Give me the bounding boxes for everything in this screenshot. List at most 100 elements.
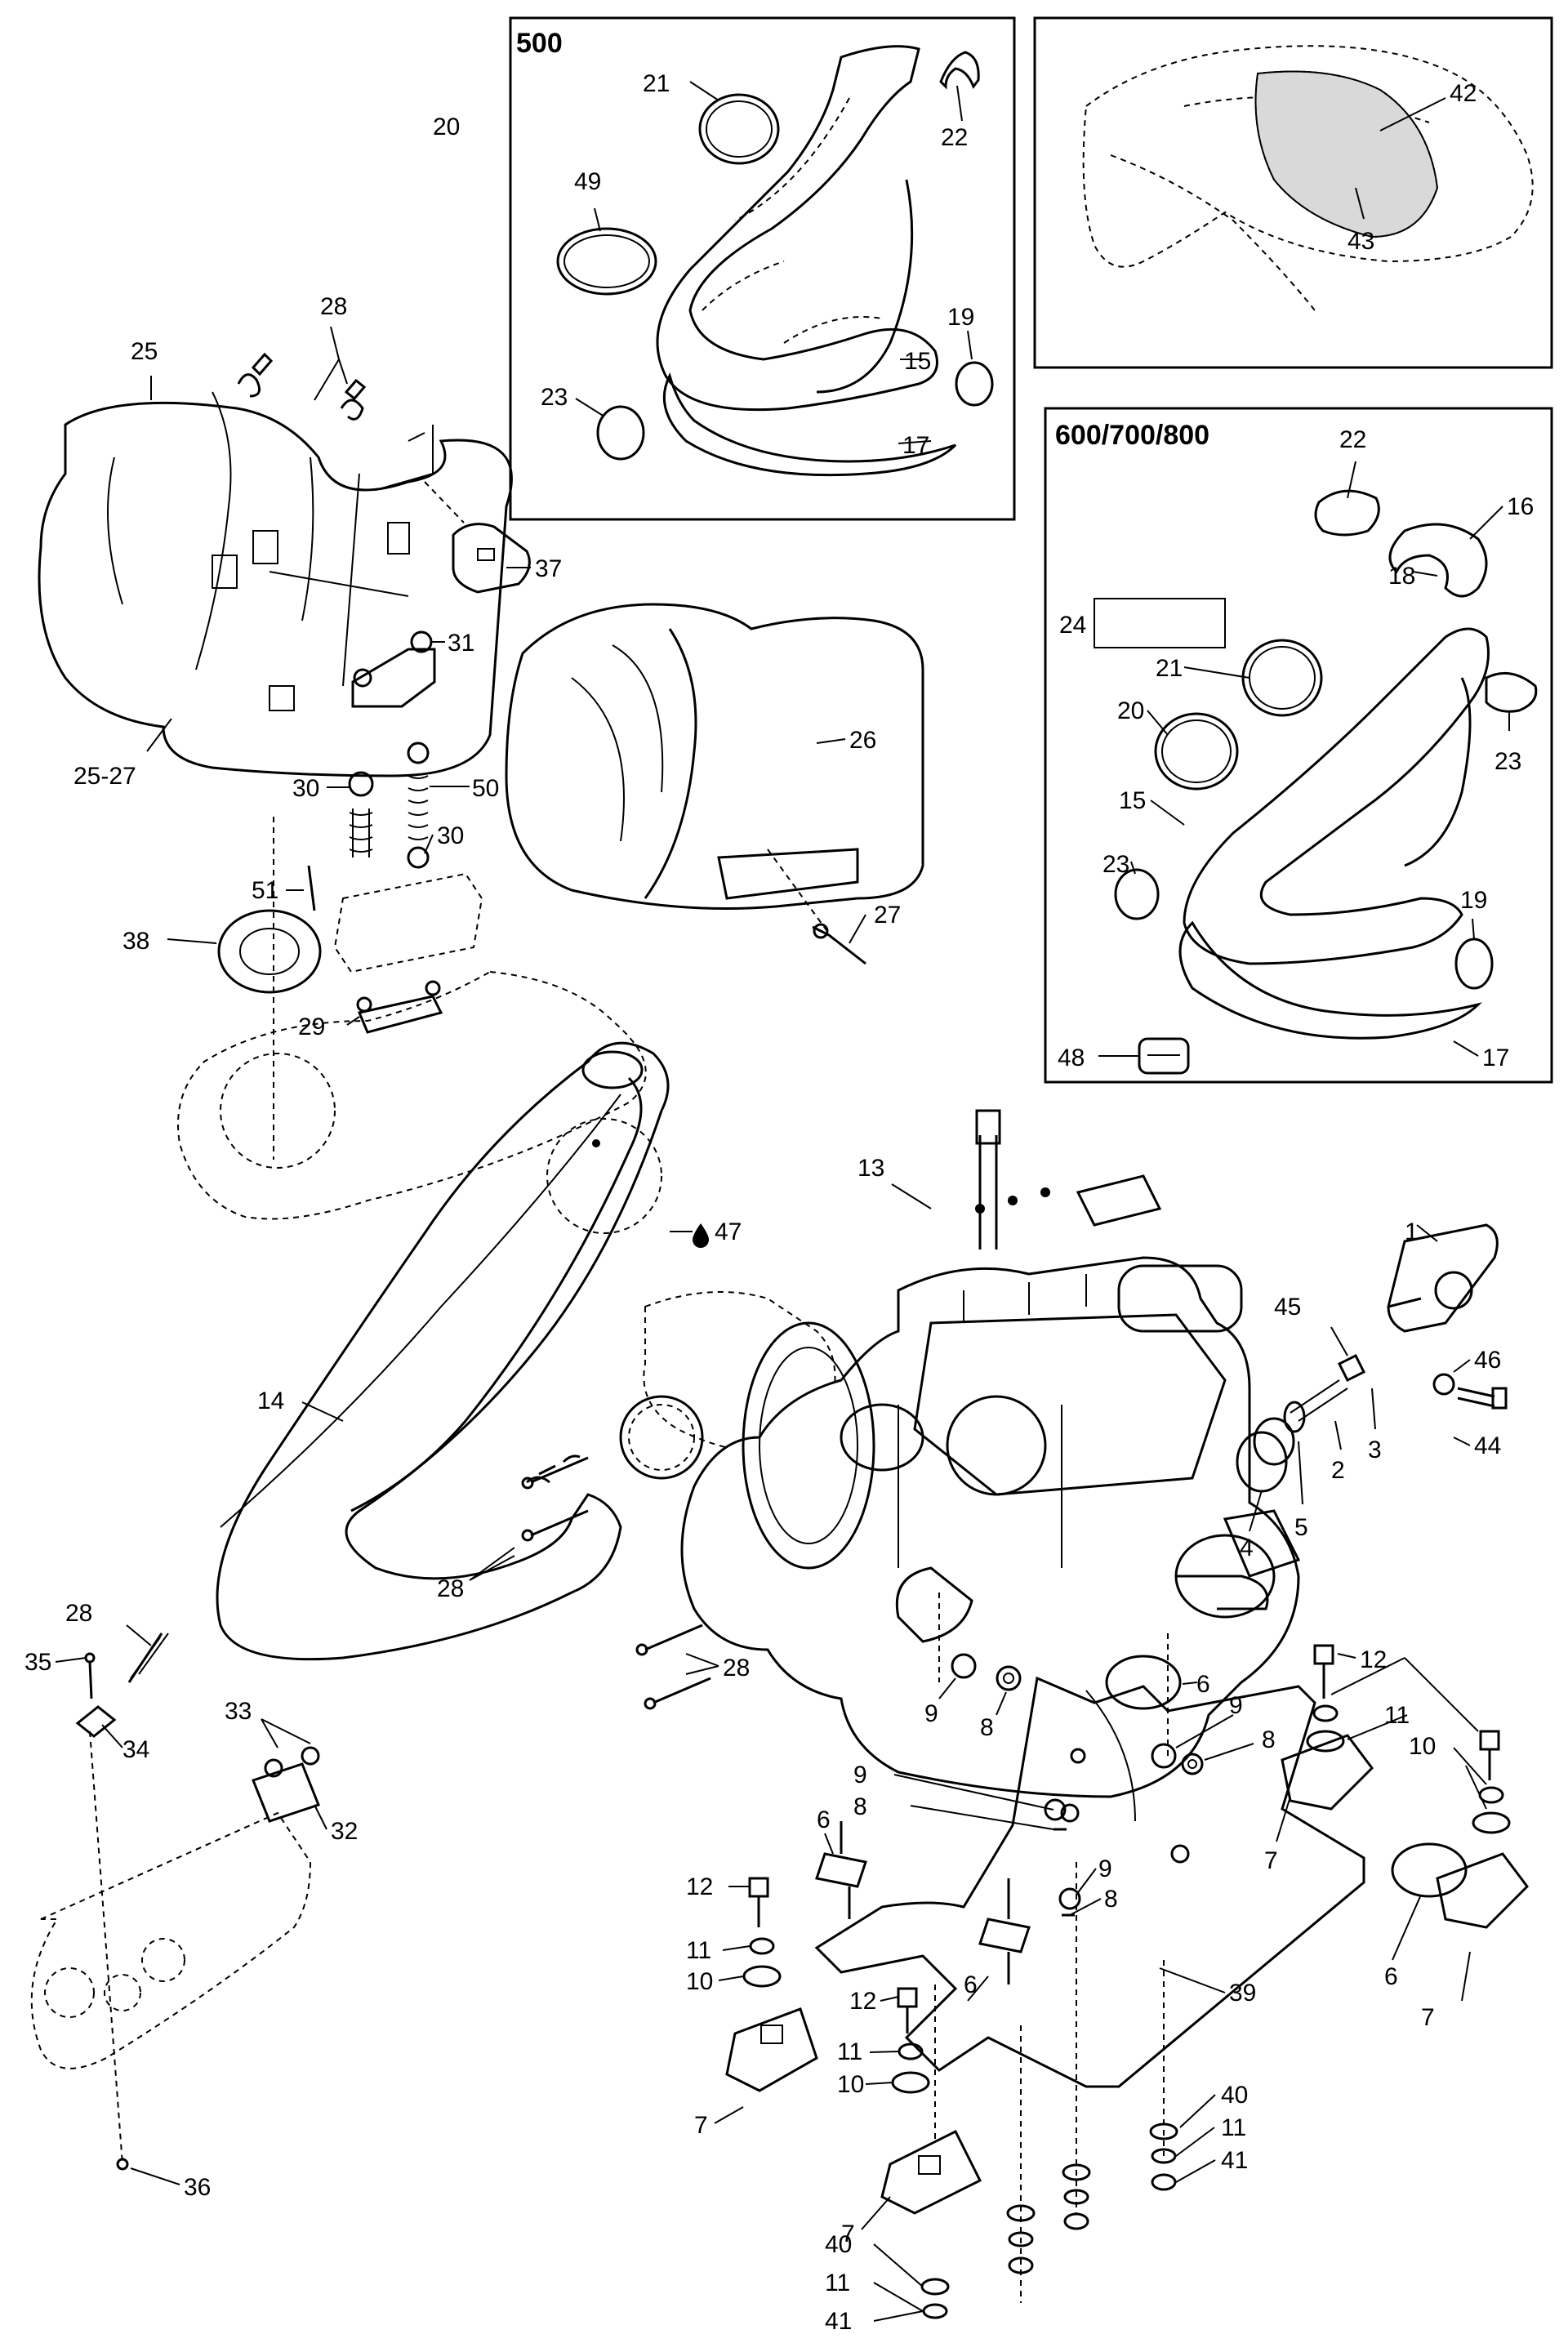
callout-14: 14 (257, 1388, 284, 1414)
callout-44: 44 (1474, 1432, 1501, 1459)
callout-48: 48 (1058, 1045, 1085, 1071)
inset-500-title: 500 (516, 28, 563, 59)
callout-9-a: 9 (924, 1700, 938, 1727)
callout-12-b: 12 (686, 1873, 713, 1900)
callout-23-500: 23 (541, 384, 568, 411)
callout-38: 38 (122, 928, 149, 955)
item-24-rectangle (1094, 598, 1226, 648)
washers-and-nuts (951, 1653, 1204, 1917)
exhaust-pipe-14 (216, 1041, 709, 1661)
engine-13 (680, 1109, 1301, 1798)
callout-11-b: 11 (686, 1937, 711, 1964)
callout-32: 32 (331, 1818, 358, 1845)
callout-35: 35 (24, 1649, 51, 1676)
callout-47: 47 (715, 1218, 742, 1245)
callout-23-600-right: 23 (1494, 748, 1521, 775)
callout-31: 31 (448, 630, 474, 657)
callout-37: 37 (535, 555, 562, 582)
callout-28-right: 28 (723, 1655, 750, 1682)
inset-600-parts (1094, 489, 1538, 1075)
callout-12-a: 12 (1360, 1646, 1387, 1673)
callout-12-c: 12 (849, 1988, 876, 2015)
callout-28-mid: 28 (437, 1575, 464, 1602)
callout-13: 13 (858, 1155, 884, 1182)
callout-21-600: 21 (1156, 655, 1183, 682)
leader-lines (55, 81, 1510, 2322)
callout-40-a: 40 (1221, 2082, 1248, 2109)
callout-25-27: 25-27 (74, 763, 136, 790)
callout-40-b: 40 (825, 2231, 852, 2258)
callout-8-a: 8 (980, 1714, 994, 1741)
callout-24: 24 (1059, 612, 1086, 639)
mount-hardware (177, 630, 647, 1220)
inset-hood-parts (1082, 45, 1534, 311)
callout-10-a: 10 (1409, 1733, 1436, 1760)
callout-18: 18 (1388, 563, 1415, 590)
callout-43: 43 (1348, 228, 1374, 255)
left-hardware (30, 1633, 320, 2171)
callout-19-500: 19 (947, 304, 974, 331)
callout-45: 45 (1274, 1294, 1301, 1321)
callout-6-c: 6 (817, 1806, 831, 1833)
callout-28-top: 28 (320, 293, 347, 320)
callout-10-b: 10 (686, 1968, 713, 1995)
callout-6-d: 6 (964, 1971, 978, 1998)
callout-36: 36 (184, 2174, 211, 2201)
callout-10-c: 10 (837, 2071, 864, 2098)
callout-22-500: 22 (941, 124, 968, 151)
callout-2: 2 (1331, 1457, 1345, 1484)
callout-8-d: 8 (1104, 1886, 1118, 1913)
callout-25: 25 (131, 338, 158, 365)
muffler-assembly (38, 352, 513, 777)
callout-21-500: 21 (643, 70, 670, 97)
callout-16: 16 (1507, 493, 1534, 520)
callout-46: 46 (1474, 1347, 1501, 1374)
callout-7-c: 7 (694, 2112, 708, 2139)
inset-hood-frame (1033, 16, 1553, 369)
callout-39: 39 (1229, 1980, 1256, 2007)
callout-9-d: 9 (1098, 1855, 1112, 1882)
callout-4: 4 (1240, 1535, 1254, 1561)
callout-7-d: 7 (841, 2221, 855, 2247)
callout-7-b: 7 (1421, 2004, 1435, 2031)
callout-51: 51 (252, 877, 278, 904)
callout-20-600: 20 (1117, 697, 1144, 724)
callout-6-a: 6 (1196, 1671, 1210, 1698)
callout-34: 34 (122, 1736, 149, 1763)
inset-500-frame (509, 16, 1016, 521)
engine-mounts (815, 1655, 1468, 1984)
callout-17-500: 17 (902, 432, 929, 459)
callout-22-600: 22 (1339, 426, 1366, 453)
callout-42: 42 (1450, 80, 1477, 107)
callout-8-b: 8 (1262, 1726, 1276, 1753)
callout-7-a: 7 (1264, 1847, 1278, 1874)
plate-and-bolts (1236, 1223, 1508, 1493)
brackets-7 (725, 1734, 1529, 2215)
callout-50: 50 (472, 775, 499, 802)
callout-11-e: 11 (825, 2270, 850, 2296)
callout-19-600: 19 (1460, 887, 1487, 914)
callout-28-left: 28 (65, 1600, 92, 1627)
callout-26: 26 (849, 727, 876, 754)
callout-11-d: 11 (1221, 2114, 1246, 2141)
callout-29: 29 (298, 1013, 325, 1040)
inset-500-parts (556, 45, 994, 477)
bottom-hardware (920, 1862, 1178, 2319)
callout-30-left: 30 (292, 775, 319, 802)
callout-1: 1 (1405, 1218, 1419, 1245)
engine-cradle-39 (814, 1676, 1365, 2088)
callout-6-b: 6 (1384, 1963, 1398, 1990)
callout-9-c: 9 (853, 1762, 867, 1788)
callout-11-a: 11 (1384, 1702, 1410, 1729)
callout-30-right: 30 (437, 822, 464, 849)
callout-41-a: 41 (1221, 2147, 1248, 2174)
callout-17-600: 17 (1482, 1045, 1509, 1071)
callout-49: 49 (574, 168, 601, 195)
callout-9-b: 9 (1229, 1692, 1243, 1719)
callout-27: 27 (874, 902, 901, 929)
muffler-26 (505, 603, 924, 965)
callout-8-c: 8 (853, 1793, 867, 1820)
pad-37 (452, 523, 531, 594)
callout-20-top: 20 (433, 114, 460, 140)
